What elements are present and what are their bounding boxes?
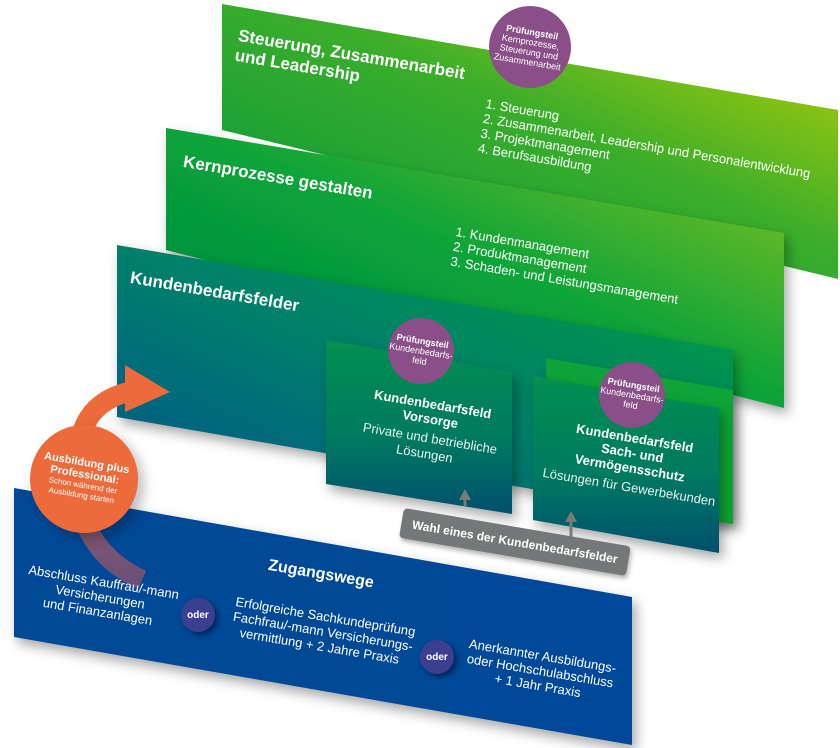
pruefungsteil-badge-sach: Prüfungsteil Kundenbedarfs- feld xyxy=(599,362,665,428)
oder-connector-1: oder xyxy=(181,598,215,632)
card-sach xyxy=(533,376,719,553)
arrow-head-icon xyxy=(125,365,170,412)
arrow-up-icon xyxy=(459,489,471,500)
panel-steuerung xyxy=(222,4,838,279)
panel-zugangswege xyxy=(14,488,632,745)
pruefungsteil-badge-kernprozesse: Prüfungsteil Kernprozesse, Steuerung und… xyxy=(489,6,571,88)
pruefungsteil-badge-vorsorge: Prüfungsteil Kundenbedarfs- feld xyxy=(388,318,454,384)
arrow-up-icon xyxy=(565,511,577,522)
ausbildung-plus-callout: Ausbildung plus Professional: Schon währ… xyxy=(30,425,138,533)
oder-label: oder xyxy=(187,609,209,621)
oder-label: oder xyxy=(426,651,448,663)
oder-connector-2: oder xyxy=(420,640,454,674)
card-vorsorge xyxy=(326,340,512,514)
